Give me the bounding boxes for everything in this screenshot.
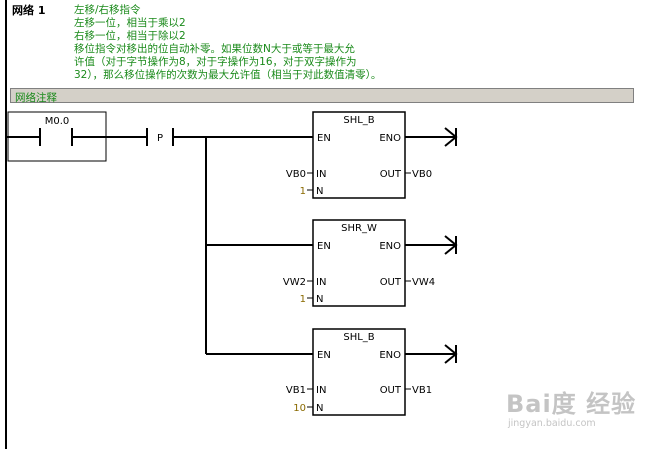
network-comment-line: 右移一位，相当于除以2 bbox=[74, 30, 186, 42]
network-comment-line: 移位指令对移出的位自动补零。如果位数N大于或等于最大允 bbox=[74, 43, 355, 55]
pin-in: IN bbox=[316, 169, 326, 180]
watermark-url: jingyan.baidu.com bbox=[508, 418, 596, 429]
operand-out[interactable]: VB1 bbox=[412, 385, 432, 396]
pin-in: IN bbox=[316, 385, 326, 396]
shift-block[interactable] bbox=[312, 111, 406, 199]
pin-en: EN bbox=[317, 350, 331, 361]
operand-n[interactable]: 10 bbox=[293, 403, 306, 414]
pin-out: OUT bbox=[380, 277, 402, 288]
pin-out: OUT bbox=[380, 385, 402, 396]
network-comment-line: 32），那么移位操作的次数为最大允许值（相当于对此数值清零）。 bbox=[74, 69, 382, 81]
operand-out[interactable]: VB0 bbox=[412, 169, 432, 180]
network-title[interactable]: 网络 1 bbox=[12, 4, 46, 17]
network-comment-bar[interactable]: 网络注释 bbox=[10, 88, 634, 104]
network-comment-label: 网络注释 bbox=[15, 92, 57, 104]
network-comment-line: 左移/右移指令 bbox=[74, 4, 141, 16]
pin-in: IN bbox=[316, 277, 326, 288]
pin-n: N bbox=[316, 403, 323, 414]
block-name: SHR_W bbox=[341, 223, 377, 234]
pin-out: OUT bbox=[380, 169, 402, 180]
operand-n[interactable]: 1 bbox=[300, 186, 306, 197]
pin-eno: ENO bbox=[379, 350, 401, 361]
pin-en: EN bbox=[317, 133, 331, 144]
watermark-logo: Bai度 经验 bbox=[506, 390, 637, 418]
block-name: SHL_B bbox=[343, 332, 374, 343]
block-name: SHL_B bbox=[343, 115, 374, 126]
operand-in[interactable]: VB1 bbox=[286, 385, 306, 396]
operand-n[interactable]: 1 bbox=[300, 294, 306, 305]
pin-eno: ENO bbox=[379, 133, 401, 144]
pin-n: N bbox=[316, 294, 323, 305]
operand-in[interactable]: VB0 bbox=[286, 169, 306, 180]
pin-n: N bbox=[316, 186, 323, 197]
operand-in[interactable]: VW2 bbox=[283, 277, 306, 288]
power-rail bbox=[5, 0, 7, 449]
network-comment-line: 许值（对于字节操作为8，对于字操作为16，对于双字操作为 bbox=[74, 56, 357, 68]
pin-eno: ENO bbox=[379, 241, 401, 252]
pin-en: EN bbox=[317, 241, 331, 252]
contact-address[interactable]: M0.0 bbox=[45, 116, 70, 127]
shift-block[interactable] bbox=[312, 328, 406, 416]
shift-block[interactable] bbox=[312, 219, 406, 307]
pulse-label: P bbox=[157, 133, 163, 144]
network-comment-line: 左移一位，相当于乘以2 bbox=[74, 17, 186, 29]
operand-out[interactable]: VW4 bbox=[412, 277, 435, 288]
